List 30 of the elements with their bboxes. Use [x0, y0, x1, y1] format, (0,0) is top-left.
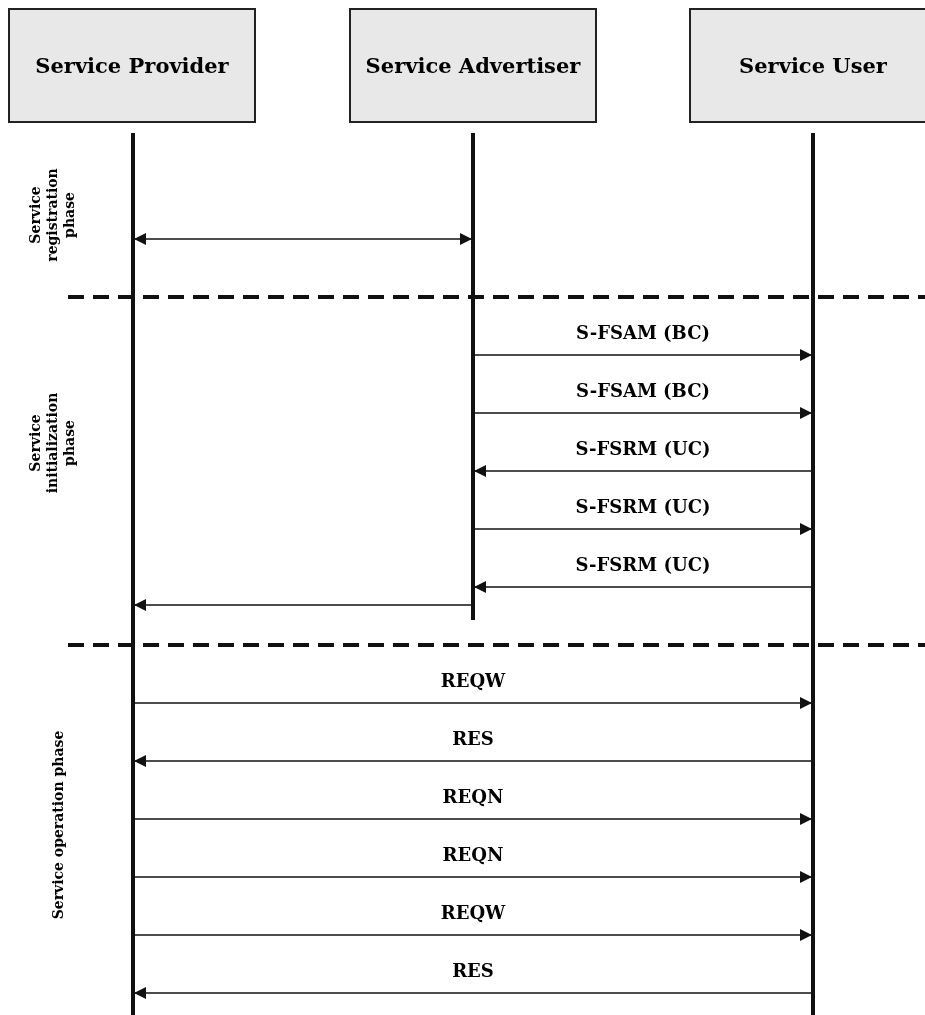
arrow	[133, 987, 813, 999]
participant-name: Service Advertiser	[365, 53, 581, 78]
arrow	[473, 465, 813, 477]
arrow	[133, 871, 813, 883]
phase-label: Service initialization phase	[26, 393, 78, 493]
participant-name: Service User	[739, 53, 887, 78]
message-label: RES	[452, 960, 494, 981]
message-label: REQN	[442, 844, 504, 865]
message-label: S-FSRM (UC)	[575, 496, 711, 517]
participant-name: Service Provider	[35, 53, 229, 78]
arrow	[473, 581, 813, 593]
message-label: S-FSAM (BC)	[576, 380, 710, 401]
message-label: S-FSAM (BC)	[576, 322, 710, 343]
arrow	[133, 755, 813, 767]
message-label: REQW	[440, 670, 506, 691]
message-label: RES	[452, 728, 494, 749]
arrow	[133, 929, 813, 941]
arrow	[473, 407, 813, 419]
arrow	[133, 813, 813, 825]
phase-label: Service operation phase	[48, 729, 67, 922]
message-label: S-FSRM (UC)	[575, 438, 711, 459]
message-label: REQW	[440, 902, 506, 923]
arrow	[133, 599, 473, 611]
arrow	[133, 233, 473, 245]
arrow	[473, 349, 813, 361]
message-label: S-FSRM (UC)	[575, 554, 711, 575]
arrow	[473, 523, 813, 535]
arrow	[133, 697, 813, 709]
phase-label: Service registration phase	[26, 170, 78, 260]
message-label: REQN	[442, 786, 504, 807]
